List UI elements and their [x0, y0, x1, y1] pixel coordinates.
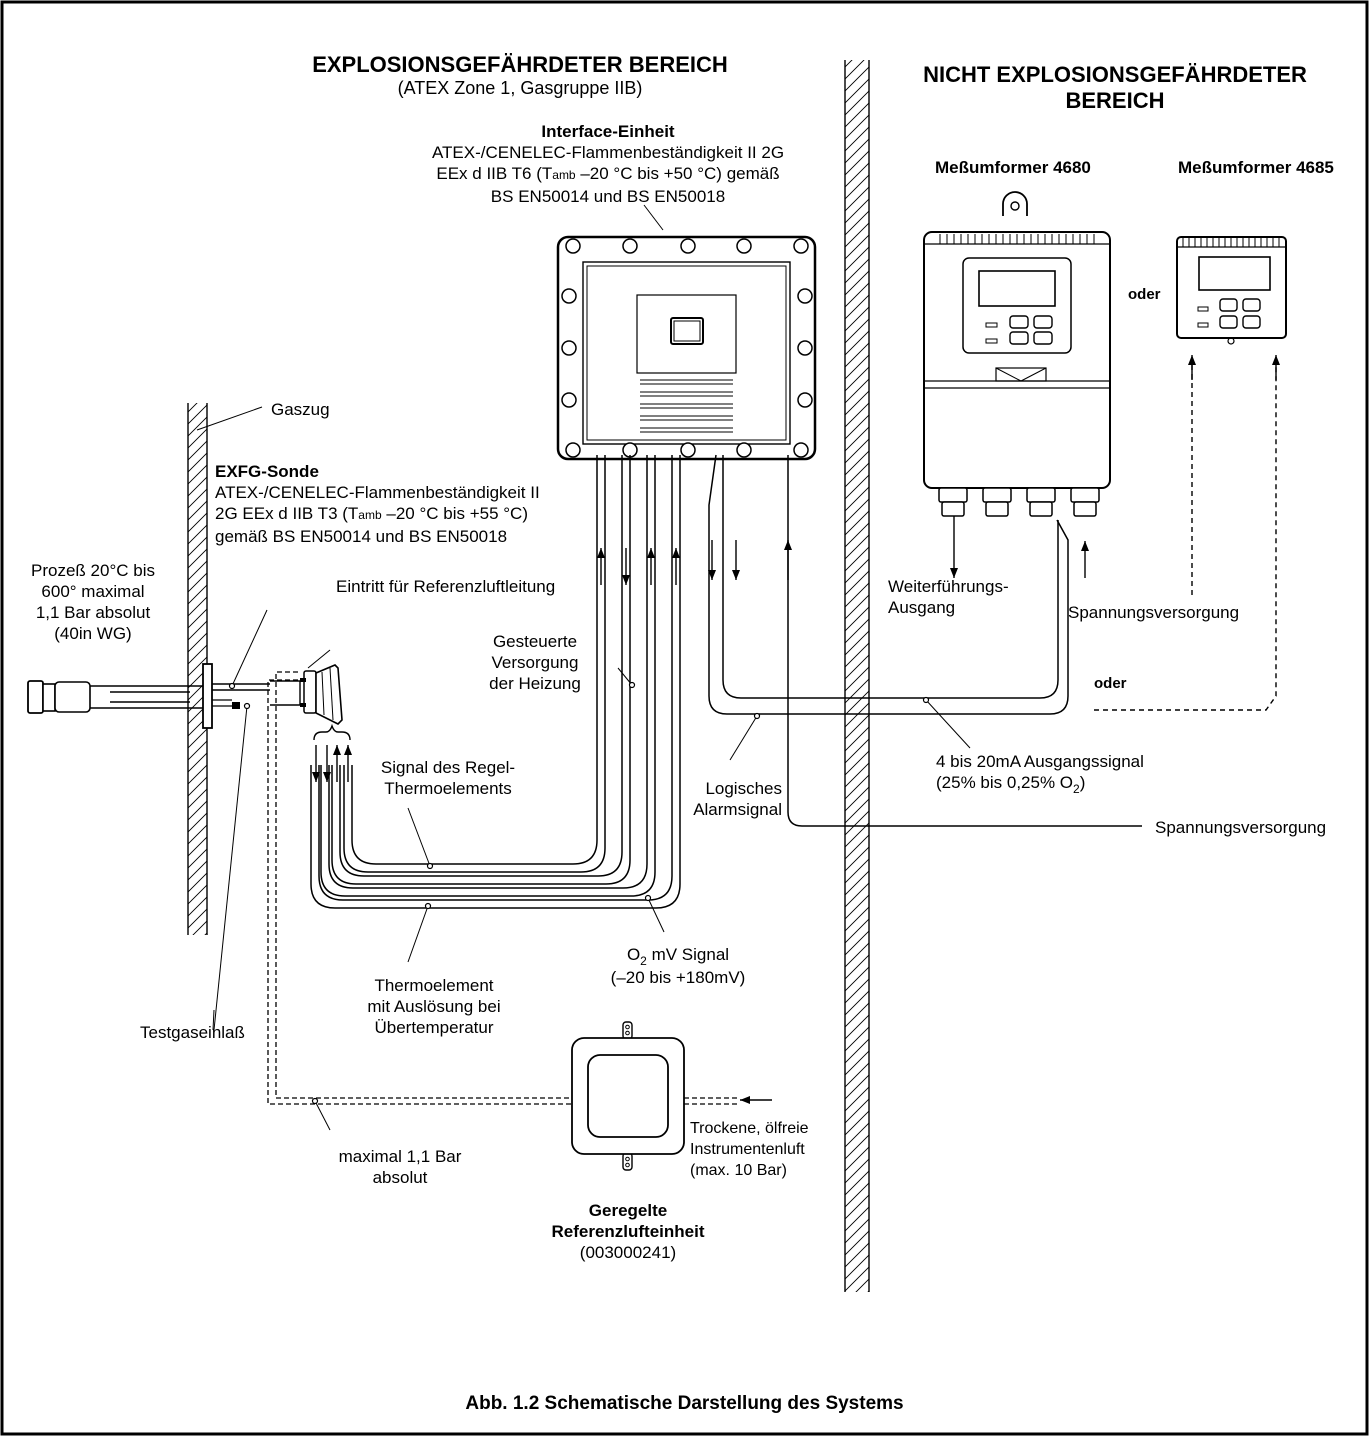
instrument-air-label: Trockene, ölfreie Instrumentenluft (max.… — [690, 1120, 809, 1179]
interface-unit-label: Interface-Einheit ATEX-/CENELEC-Flammenb… — [431, 122, 785, 206]
retransmission-output-label: Weiterführungs- Ausgang — [888, 577, 1009, 617]
reference-air-line — [267, 671, 740, 1105]
safe-zone-title: NICHT EXPLOSIONSGEFÄHRDETER BEREICH — [923, 62, 1307, 113]
output-arrows — [708, 516, 1089, 580]
o2-signal-label: O2 mV Signal (–20 bis +180mV) — [610, 945, 746, 987]
figure-caption: Abb. 1.2 Schematische Darstellung des Sy… — [465, 1393, 904, 1414]
cable-arrows-interface — [597, 548, 680, 585]
process-label: Prozeß 20°C bis 600° maximal 1,1 Bar abs… — [31, 561, 155, 643]
test-gas-inlet-label: Testgaseinlaß — [140, 1023, 245, 1042]
hazardous-title: EXPLOSIONSGEFÄHRDETER BEREICH — [312, 52, 728, 77]
cables — [310, 455, 681, 909]
transmitter-4685-label: Meßumformer 4685 — [1178, 158, 1334, 177]
reference-air-unit-label: Geregelte Referenzlufteinheit (003000241… — [551, 1201, 705, 1262]
transmitter-4685 — [1176, 236, 1287, 345]
supply-4685-arrows — [1188, 355, 1280, 380]
output-cables — [708, 454, 1142, 827]
supply-label-main: Spannungsversorgung — [1155, 818, 1327, 837]
probe — [27, 609, 301, 729]
transmitter-4680-label: Meßumformer 4680 — [935, 158, 1091, 177]
gaszug-label: Gaszug — [271, 400, 330, 419]
transmitter-4680 — [923, 191, 1111, 517]
ref-air-inlet-label: Eintritt für Referenzluftleitung — [336, 577, 556, 596]
cable-arrows-probe — [312, 745, 352, 782]
probe-head — [300, 649, 343, 725]
probe-label: EXFG-Sonde ATEX-/CENELEC-Flammenbeständi… — [215, 462, 540, 546]
max-pressure-label: maximal 1,1 Bar absolut — [338, 1147, 462, 1187]
alarm-signal-label: Logisches Alarmsignal — [693, 779, 782, 819]
brace — [313, 723, 351, 741]
leader-lines — [212, 667, 971, 1031]
oder-label-2: oder — [1094, 675, 1127, 692]
control-thermocouple-label: Signal des Regel- Thermoelements — [380, 758, 516, 798]
supply-label-4680: Spannungsversorgung — [1068, 603, 1240, 622]
output-signal-label: 4 bis 20mA Ausgangssignal (25% bis 0,25%… — [936, 752, 1144, 796]
hazardous-subtitle: (ATEX Zone 1, Gasgruppe IIB) — [397, 78, 643, 98]
flue-wall — [187, 403, 263, 935]
supply-4685-lines — [1094, 362, 1277, 711]
zone-wall — [844, 60, 870, 1292]
interface-unit — [556, 204, 817, 461]
oder-label-1: oder — [1128, 286, 1161, 303]
reference-air-unit — [571, 1021, 685, 1171]
heater-supply-label: Gesteuerte Versorgung der Heizung — [489, 632, 581, 693]
overtemp-thermocouple-label: Thermoelement mit Auslösung bei Übertemp… — [367, 976, 501, 1037]
